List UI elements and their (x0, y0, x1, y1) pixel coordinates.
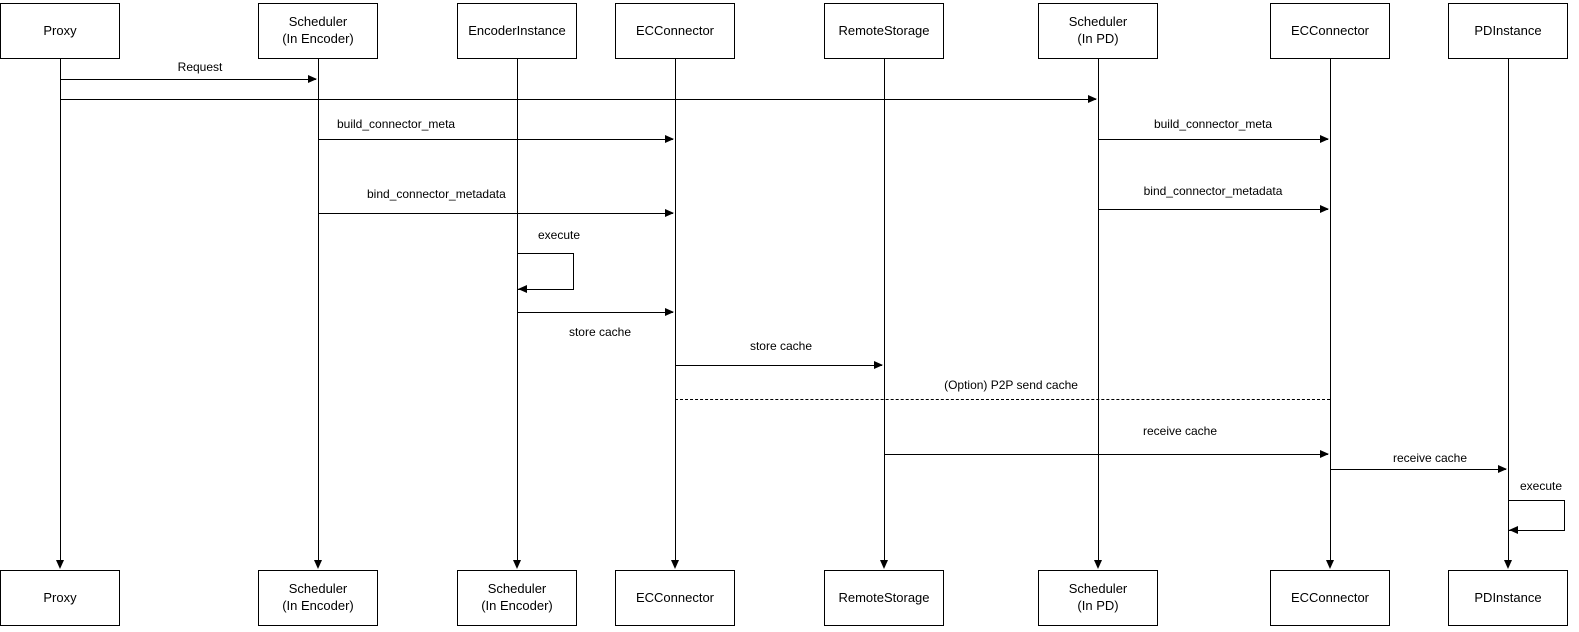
arrowhead-request (308, 75, 317, 83)
actor-top-ec-connector-encoder: ECConnector (615, 3, 735, 59)
message-line-receive-cache (1330, 469, 1506, 470)
message-line-build-connector-meta (318, 139, 673, 140)
message-line-request (60, 79, 316, 80)
lifeline-encoder-instance (517, 59, 518, 561)
lifeline-remote-storage (884, 59, 885, 561)
message-label-receive-cache: receive cache (1390, 451, 1470, 465)
arrowhead-store-cache (874, 361, 883, 369)
arrowhead-build-connector-meta (665, 135, 674, 143)
actor-top-ec-connector-pd: ECConnector (1270, 3, 1390, 59)
message-label-execute: execute (1518, 479, 1565, 493)
message-label-option-p2p-send-cache: (Option) P2P send cache (942, 378, 1080, 392)
arrowhead-receive-cache (1320, 450, 1329, 458)
message-label-execute: execute (536, 228, 583, 242)
lifeline-pd-instance (1508, 59, 1509, 561)
actor-bottom-ec-connector-encoder: ECConnector (615, 570, 735, 626)
message-label-bind-connector-metadata: bind_connector_metadata (1141, 184, 1285, 198)
message-label-receive-cache: receive cache (1140, 424, 1220, 438)
actor-bottom-pd-instance: PDInstance (1448, 570, 1568, 626)
actor-top-pd-instance: PDInstance (1448, 3, 1568, 59)
arrowhead-lifeline-pd-instance (1504, 560, 1512, 569)
actor-bottom-proxy: Proxy (0, 570, 120, 626)
arrowhead-lifeline-scheduler-pd (1094, 560, 1102, 569)
arrowhead-build-connector-meta (1320, 135, 1329, 143)
message-line-build-connector-meta (1098, 139, 1328, 140)
arrowhead-lifeline-scheduler-encoder (314, 560, 322, 569)
actor-top-encoder-instance: EncoderInstance (457, 3, 577, 59)
message-line-message (60, 99, 1096, 100)
actor-bottom-scheduler-encoder: Scheduler (In Encoder) (258, 570, 378, 626)
actor-top-scheduler-encoder: Scheduler (In Encoder) (258, 3, 378, 59)
actor-top-proxy: Proxy (0, 3, 120, 59)
lifeline-ec-connector-encoder (675, 59, 676, 561)
arrowhead-execute (518, 285, 527, 293)
message-label-store-cache: store cache (747, 339, 815, 353)
actor-bottom-encoder-instance: Scheduler (In Encoder) (457, 570, 577, 626)
arrowhead-lifeline-encoder-instance (513, 560, 521, 569)
arrowhead-receive-cache (1498, 465, 1507, 473)
message-label-store-cache: store cache (566, 325, 634, 339)
arrowhead-bind-connector-metadata (665, 209, 674, 217)
message-label-build-connector-meta: build_connector_meta (335, 117, 458, 131)
arrowhead-execute (1509, 526, 1518, 534)
arrowhead-message (1088, 95, 1097, 103)
message-line-store-cache (517, 312, 673, 313)
arrowhead-lifeline-ec-connector-pd (1326, 560, 1334, 569)
self-message-execute (517, 253, 574, 290)
actor-bottom-ec-connector-pd: ECConnector (1270, 570, 1390, 626)
message-label-request: Request (175, 60, 225, 74)
message-line-bind-connector-metadata (318, 213, 673, 214)
arrowhead-lifeline-proxy (56, 560, 64, 569)
lifeline-ec-connector-pd (1330, 59, 1331, 561)
arrowhead-lifeline-ec-connector-encoder (671, 560, 679, 569)
lifeline-scheduler-encoder (318, 59, 319, 561)
self-message-execute (1508, 500, 1565, 531)
actor-top-remote-storage: RemoteStorage (824, 3, 944, 59)
arrowhead-lifeline-remote-storage (880, 560, 888, 569)
arrowhead-bind-connector-metadata (1320, 205, 1329, 213)
message-line-option-p2p-send-cache (675, 399, 1330, 400)
message-label-build-connector-meta: build_connector_meta (1151, 117, 1275, 131)
actor-top-scheduler-pd: Scheduler (In PD) (1038, 3, 1158, 59)
message-line-store-cache (675, 365, 882, 366)
message-line-receive-cache (884, 454, 1328, 455)
message-line-bind-connector-metadata (1098, 209, 1328, 210)
lifeline-proxy (60, 59, 61, 561)
message-label-bind-connector-metadata: bind_connector_metadata (365, 187, 508, 201)
actor-bottom-remote-storage: RemoteStorage (824, 570, 944, 626)
arrowhead-store-cache (665, 308, 674, 316)
lifeline-scheduler-pd (1098, 59, 1099, 561)
actor-bottom-scheduler-pd: Scheduler (In PD) (1038, 570, 1158, 626)
